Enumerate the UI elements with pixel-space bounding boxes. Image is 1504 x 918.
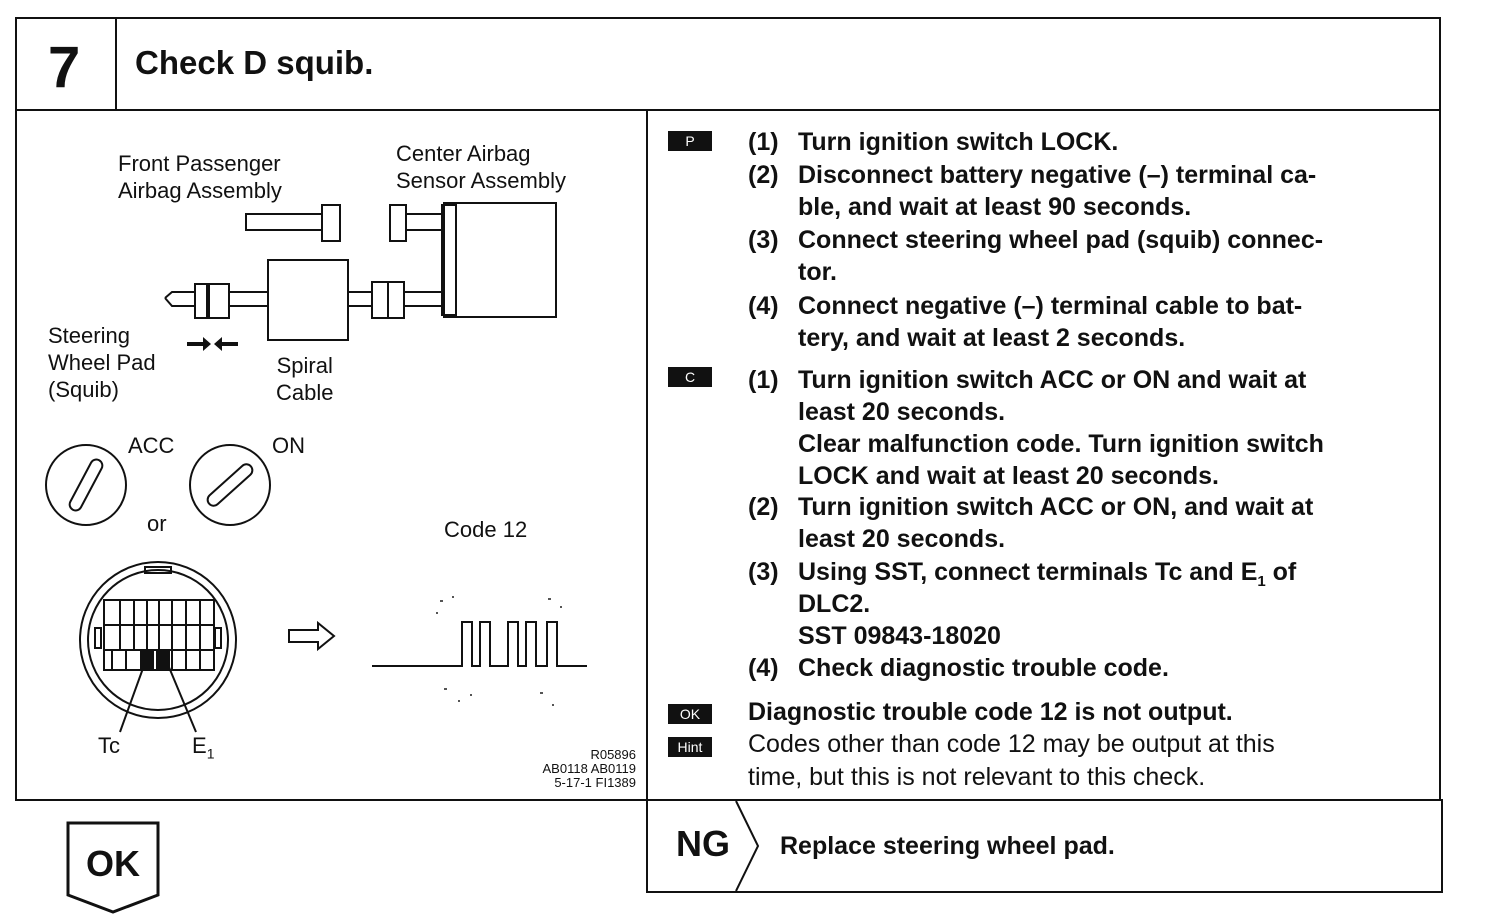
label-on: ON [272,433,305,458]
label-code-12: Code 12 [444,517,528,542]
label-spiral-cable: Spiral Cable [276,353,334,405]
sensor-connector-strip [441,204,457,316]
acc-switch [45,444,127,526]
front-passenger-connector-plug [321,204,341,242]
reference-codes: R05896 AB0118 AB0119 5-17-1 FI1389 [542,747,637,790]
badge-ok: OK [668,704,712,724]
ng-box [646,799,1443,893]
spiral-cable-box [267,259,349,341]
code-12-waveform [372,621,587,667]
connect-arrows [187,337,238,351]
waveform-noise [436,596,562,706]
column-divider [646,109,648,801]
label-center-sensor: Center Airbag Sensor Assembly [396,141,566,193]
step-title: Check D squib. [135,44,374,81]
hint-text: Codes other than code 12 may be output a… [748,730,1275,791]
label-e1: E1 [192,733,215,762]
dlc2-connector [79,561,237,733]
label-front-passenger: Front Passenger Airbag Assembly [118,151,282,203]
label-tc: Tc [98,733,120,758]
sensor-connector-plug [389,204,407,242]
ng-label: NG [676,823,730,864]
step-number-divider [115,17,117,111]
label-steering-pad: Steering Wheel Pad (Squib) [48,323,156,402]
ok-label: OK [86,843,140,884]
badge-c: C [668,367,712,387]
center-airbag-sensor-box [443,202,557,318]
arrow-right-icon [288,620,336,652]
label-or: or [147,511,167,536]
on-switch [189,444,271,526]
step-number: 7 [48,35,81,100]
badge-hint: Hint [668,737,712,757]
ok-condition: Diagnostic trouble code 12 is not output… [748,698,1233,726]
badge-p: P [668,131,712,151]
ng-action: Replace steering wheel pad. [780,832,1115,860]
squib-connector [208,283,230,319]
label-acc: ACC [128,433,175,458]
